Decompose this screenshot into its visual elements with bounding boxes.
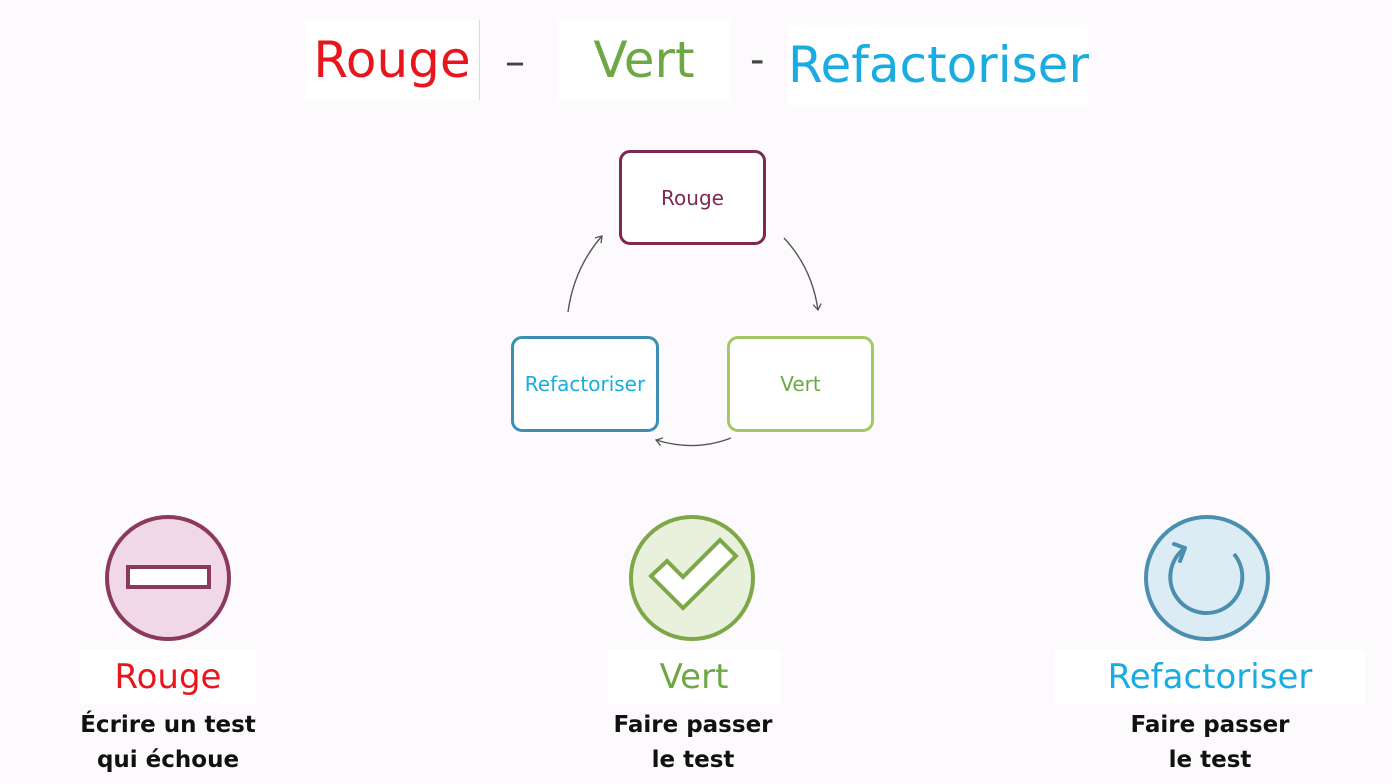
step-description-vert: Faire passer le test [562, 708, 824, 778]
step-label-vert: Vert [608, 650, 780, 704]
title-vert: Vert [558, 20, 730, 100]
description-line: Écrire un test [80, 712, 256, 738]
cycle-node-label: Refactoriser [524, 372, 646, 396]
description-line: qui échoue [96, 747, 240, 773]
minus-icon [105, 515, 231, 641]
description-line: Faire passer [1130, 712, 1290, 738]
cycle-node-rouge: Rouge [619, 150, 766, 245]
title-refactoriser: Refactoriser [788, 25, 1089, 105]
cycle-node-vert: Vert [727, 336, 874, 432]
description-line: Faire passer [613, 712, 773, 738]
step-description-rouge: Écrire un test qui échoue [40, 708, 296, 778]
checkmark-icon [629, 515, 755, 641]
title-separator: - [750, 37, 765, 83]
cycle-node-label: Vert [780, 372, 821, 396]
arrow-rouge-to-vert [783, 237, 822, 312]
description-line: le test [1168, 747, 1252, 773]
arrow-vert-to-refactoriser [654, 437, 732, 447]
step-label-rouge: Rouge [80, 650, 256, 704]
step-label-refactoriser: Refactoriser [1055, 650, 1365, 704]
cycle-node-refactoriser: Refactoriser [511, 336, 659, 432]
cycle-node-label: Rouge [661, 185, 724, 210]
title-separator: – [505, 39, 525, 85]
refresh-icon [1144, 515, 1270, 641]
description-line: le test [651, 747, 735, 773]
step-description-refactoriser: Faire passer le test [1080, 708, 1340, 778]
arrow-refactoriser-to-rouge [567, 235, 603, 313]
title-rouge: Rouge [305, 20, 480, 100]
